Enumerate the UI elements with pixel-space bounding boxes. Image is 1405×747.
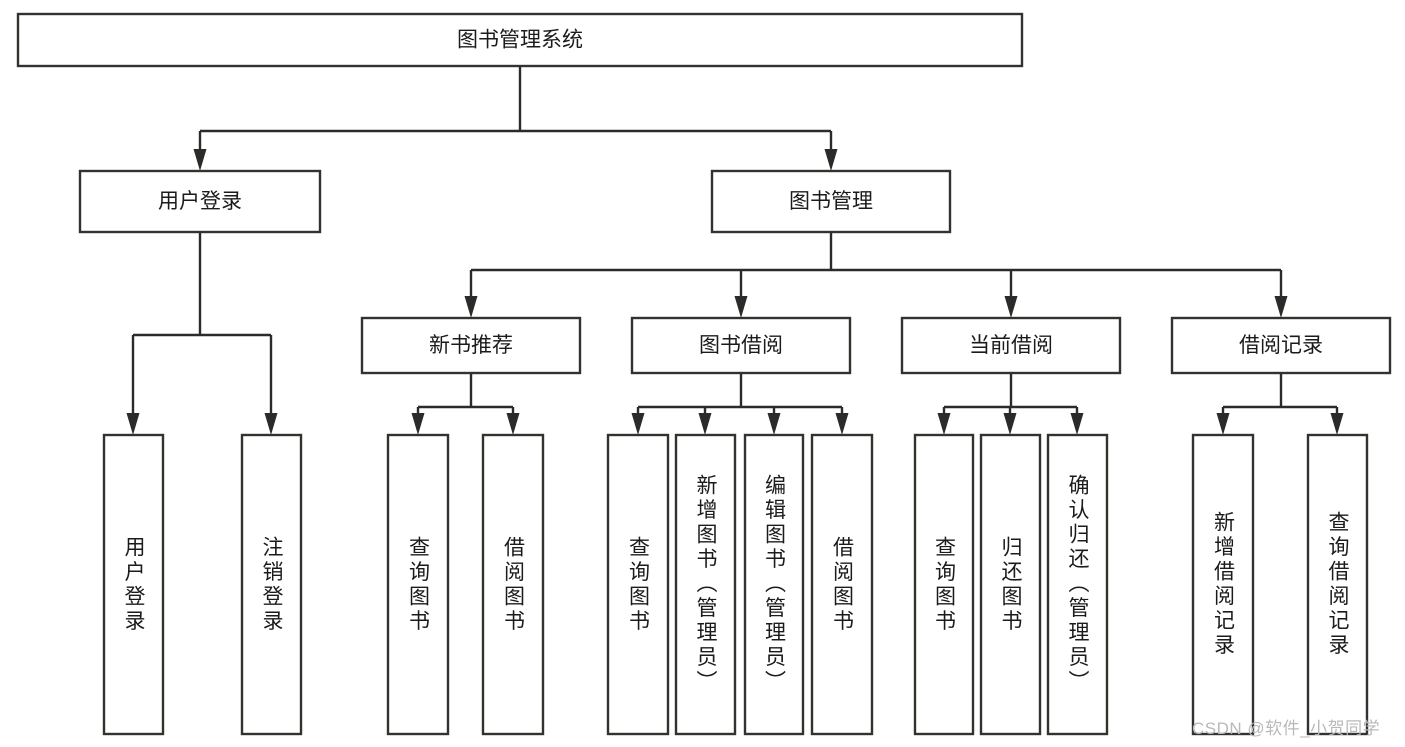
node-box-leaf-add-record[interactable] xyxy=(1191,433,1255,736)
node-label-current-borrow: 当前借阅 xyxy=(969,334,1053,357)
node-label-book-borrow: 图书借阅 xyxy=(699,334,783,357)
node-box-leaf-edit-book[interactable] xyxy=(743,433,805,736)
connector-group-new-book-rec-to-leaves xyxy=(411,373,520,435)
arrow-head-icon xyxy=(937,413,951,435)
arrow-head-icon xyxy=(464,296,478,318)
node-label-book-manage: 图书管理 xyxy=(789,190,873,213)
node-box-leaf-user-login[interactable] xyxy=(102,433,165,736)
node-label-new-book-rec: 新书推荐 xyxy=(429,334,513,357)
node-box-book-manage[interactable] xyxy=(710,169,952,234)
node-box-leaf-user-logout[interactable] xyxy=(240,433,303,736)
arrow-head-icon xyxy=(264,413,278,435)
node-box-borrow-record[interactable] xyxy=(1170,316,1392,375)
node-box-current-borrow[interactable] xyxy=(900,316,1122,375)
node-box-root[interactable] xyxy=(16,12,1024,68)
arrow-head-icon xyxy=(411,413,425,435)
node-box-leaf-confirm-return[interactable] xyxy=(1046,433,1109,736)
arrow-head-icon xyxy=(835,413,849,435)
arrow-head-icon xyxy=(126,413,140,435)
node-label-root: 图书管理系统 xyxy=(457,29,583,52)
node-box-leaf-borrow-book-rec[interactable] xyxy=(481,433,545,736)
connector-group-root-to-level1 xyxy=(193,66,838,171)
node-box-leaf-query-book-cur[interactable] xyxy=(913,433,975,736)
connector-group-book-manage-to-level2 xyxy=(464,232,1288,318)
node-box-book-borrow[interactable] xyxy=(630,316,852,375)
connector-group-current-borrow-to-leaves xyxy=(937,373,1084,435)
node-label-user-login: 用户登录 xyxy=(158,190,242,213)
arrow-head-icon xyxy=(506,413,520,435)
node-box-leaf-query-record[interactable] xyxy=(1306,433,1369,736)
node-box-new-book-rec[interactable] xyxy=(360,316,582,375)
arrow-head-icon xyxy=(1070,413,1084,435)
node-box-leaf-query-book[interactable] xyxy=(606,433,670,736)
node-box-leaf-query-book-rec[interactable] xyxy=(386,433,450,736)
arrow-head-icon xyxy=(767,413,781,435)
edges-layer xyxy=(126,66,1344,435)
arrow-head-icon xyxy=(698,413,712,435)
arrow-head-icon xyxy=(824,149,838,171)
node-label-borrow-record: 借阅记录 xyxy=(1239,334,1323,357)
watermark-text: CSDN @软件_小贺同学 xyxy=(1192,719,1381,738)
node-box-leaf-borrow-book[interactable] xyxy=(810,433,874,736)
connector-group-book-borrow-to-leaves xyxy=(631,373,849,435)
arrow-head-icon xyxy=(193,149,207,171)
node-box-leaf-return-book[interactable] xyxy=(979,433,1042,736)
boxes-layer xyxy=(16,12,1392,736)
arrow-head-icon xyxy=(1330,413,1344,435)
connector-group-user-login-to-leaves xyxy=(126,232,278,435)
arrow-head-icon xyxy=(734,296,748,318)
arrow-head-icon xyxy=(1216,413,1230,435)
arrow-head-icon xyxy=(1274,296,1288,318)
arrow-head-icon xyxy=(1004,296,1018,318)
node-box-user-login[interactable] xyxy=(78,169,322,234)
arrow-head-icon xyxy=(631,413,645,435)
arrow-head-icon xyxy=(1003,413,1017,435)
node-box-leaf-add-book[interactable] xyxy=(674,433,737,736)
connector-group-borrow-record-to-leaves xyxy=(1216,373,1344,435)
